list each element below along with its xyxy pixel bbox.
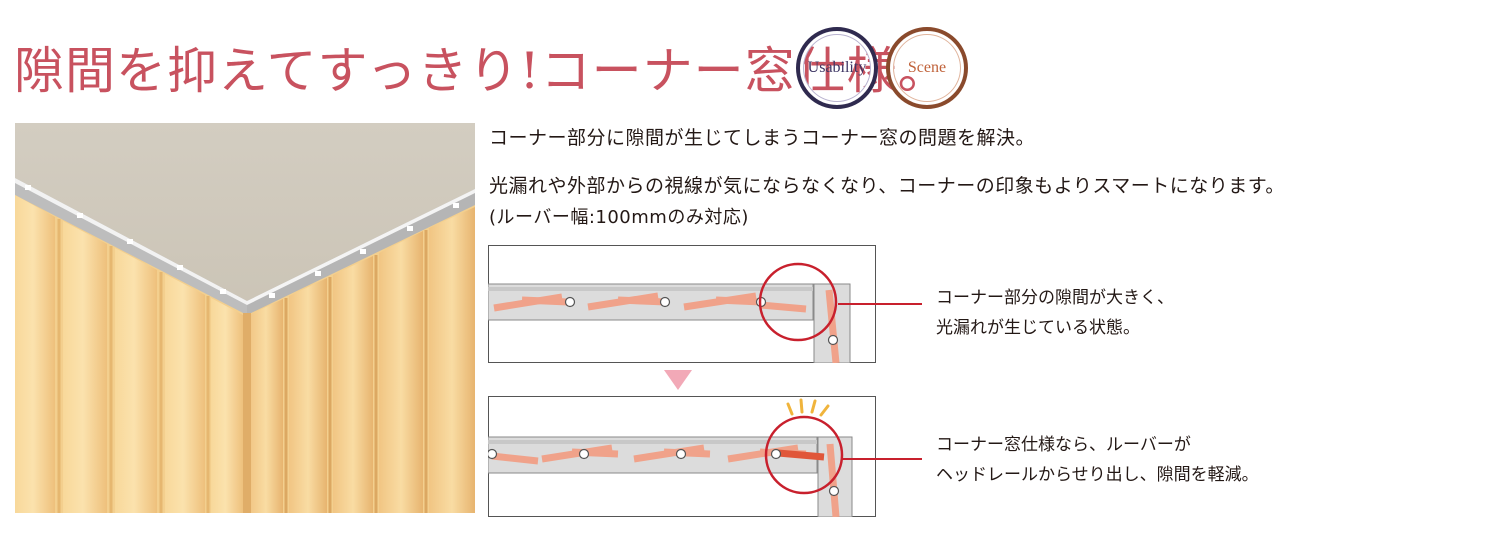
description-line-2: 光漏れや外部からの視線が気にならなくなり、コーナーの印象もよりスマートになります…: [489, 175, 1285, 197]
after-caption-line-1: コーナー窓仕様なら、ルーバーが: [936, 435, 1191, 455]
reduced-gap-circle: [764, 415, 844, 495]
left-louvers: [15, 195, 243, 513]
description-line-1: コーナー部分に隙間が生じてしまうコーナー窓の問題を解決。: [489, 127, 1036, 149]
gap-before-diagram: [488, 245, 876, 363]
leader-line-after: [842, 458, 922, 460]
gap-after-diagram: [488, 396, 876, 517]
before-caption: コーナー部分の隙間が大きく、 光漏れが生じている状態。: [936, 283, 1174, 343]
scene-badge: Scene: [886, 27, 968, 109]
after-caption: コーナー窓仕様なら、ルーバーが ヘッドレールからせり出し、隙間を軽減。: [936, 430, 1259, 490]
corner-blind-photo: [15, 123, 475, 513]
right-louvers: [249, 207, 475, 513]
sparkle-icon: [786, 398, 830, 417]
width-note: (ルーバー幅:100mmのみ対応): [489, 207, 749, 228]
after-caption-line-2: ヘッドレールからせり出し、隙間を軽減。: [936, 465, 1259, 485]
leader-line-before: [838, 303, 922, 305]
down-arrow-icon: [664, 370, 692, 390]
page-title: 隙間を抑えてすっきり!コーナー窓仕様。: [14, 42, 949, 100]
before-caption-line-2: 光漏れが生じている状態。: [936, 318, 1140, 338]
before-caption-line-1: コーナー部分の隙間が大きく、: [936, 288, 1174, 308]
gap-highlight-circle: [758, 262, 838, 342]
usability-badge: Usability: [796, 27, 878, 109]
